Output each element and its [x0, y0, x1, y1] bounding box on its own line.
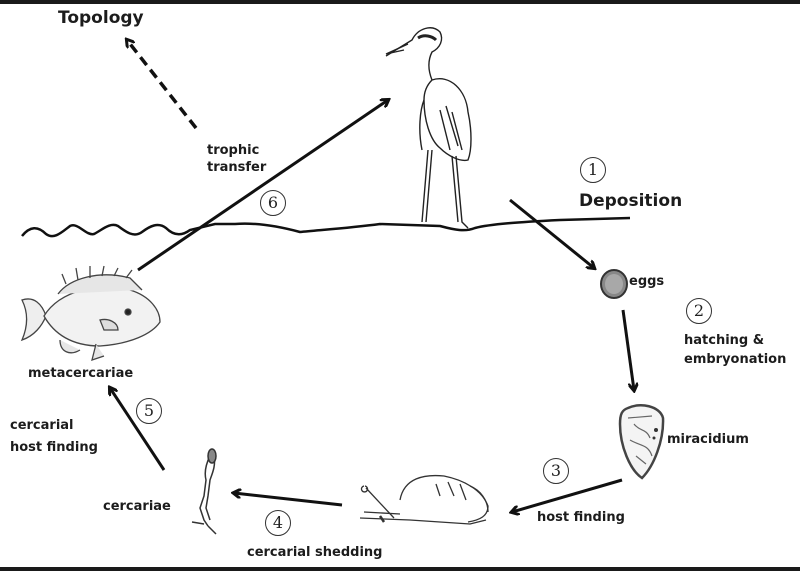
arrow-trophic-transfer	[137, 100, 388, 272]
cercariae-label: cercariae	[103, 499, 171, 514]
arrow-hatching	[621, 309, 634, 390]
step-6-number: 6	[260, 190, 286, 216]
host-finding-label: host finding	[537, 510, 625, 525]
step-1-number: 1	[580, 157, 606, 183]
cercaria-icon	[191, 448, 217, 535]
arrow-cercarial-shedding	[234, 493, 343, 507]
arrow-host-finding	[512, 478, 623, 512]
step-5-process-line-2: host finding	[10, 440, 98, 455]
water-surface-line	[21, 216, 631, 238]
snail-icon	[359, 474, 489, 525]
egg-icon	[600, 269, 628, 299]
topology-dashed-arrow	[127, 40, 198, 130]
cercarial-shedding-label: cercarial shedding	[247, 545, 383, 560]
eggs-label: eggs	[629, 274, 665, 289]
fish-icon	[20, 265, 161, 361]
heron-icon	[385, 27, 472, 229]
step-6-process-line-2: transfer	[207, 160, 267, 175]
step-2-process-line-2: embryonation	[684, 352, 787, 367]
step-2-number: 2	[686, 298, 712, 324]
step-4-number: 4	[265, 510, 291, 536]
deposition-label: Deposition	[579, 191, 683, 211]
topology-label: Topology	[58, 8, 144, 28]
metacercariae-label: metacercariae	[28, 366, 134, 381]
arrow-cercarial-host-finding	[110, 388, 166, 471]
arrow-deposition	[509, 198, 594, 268]
step-2-process-line-1: hatching &	[684, 333, 765, 348]
step-6-process-line-1: trophic	[207, 143, 260, 158]
step-5-number: 5	[136, 398, 162, 424]
miracidium-label: miracidium	[667, 432, 749, 447]
step-5-process-line-1: cercarial	[10, 418, 74, 433]
step-3-number: 3	[543, 458, 569, 484]
miracidium-icon	[618, 404, 665, 480]
